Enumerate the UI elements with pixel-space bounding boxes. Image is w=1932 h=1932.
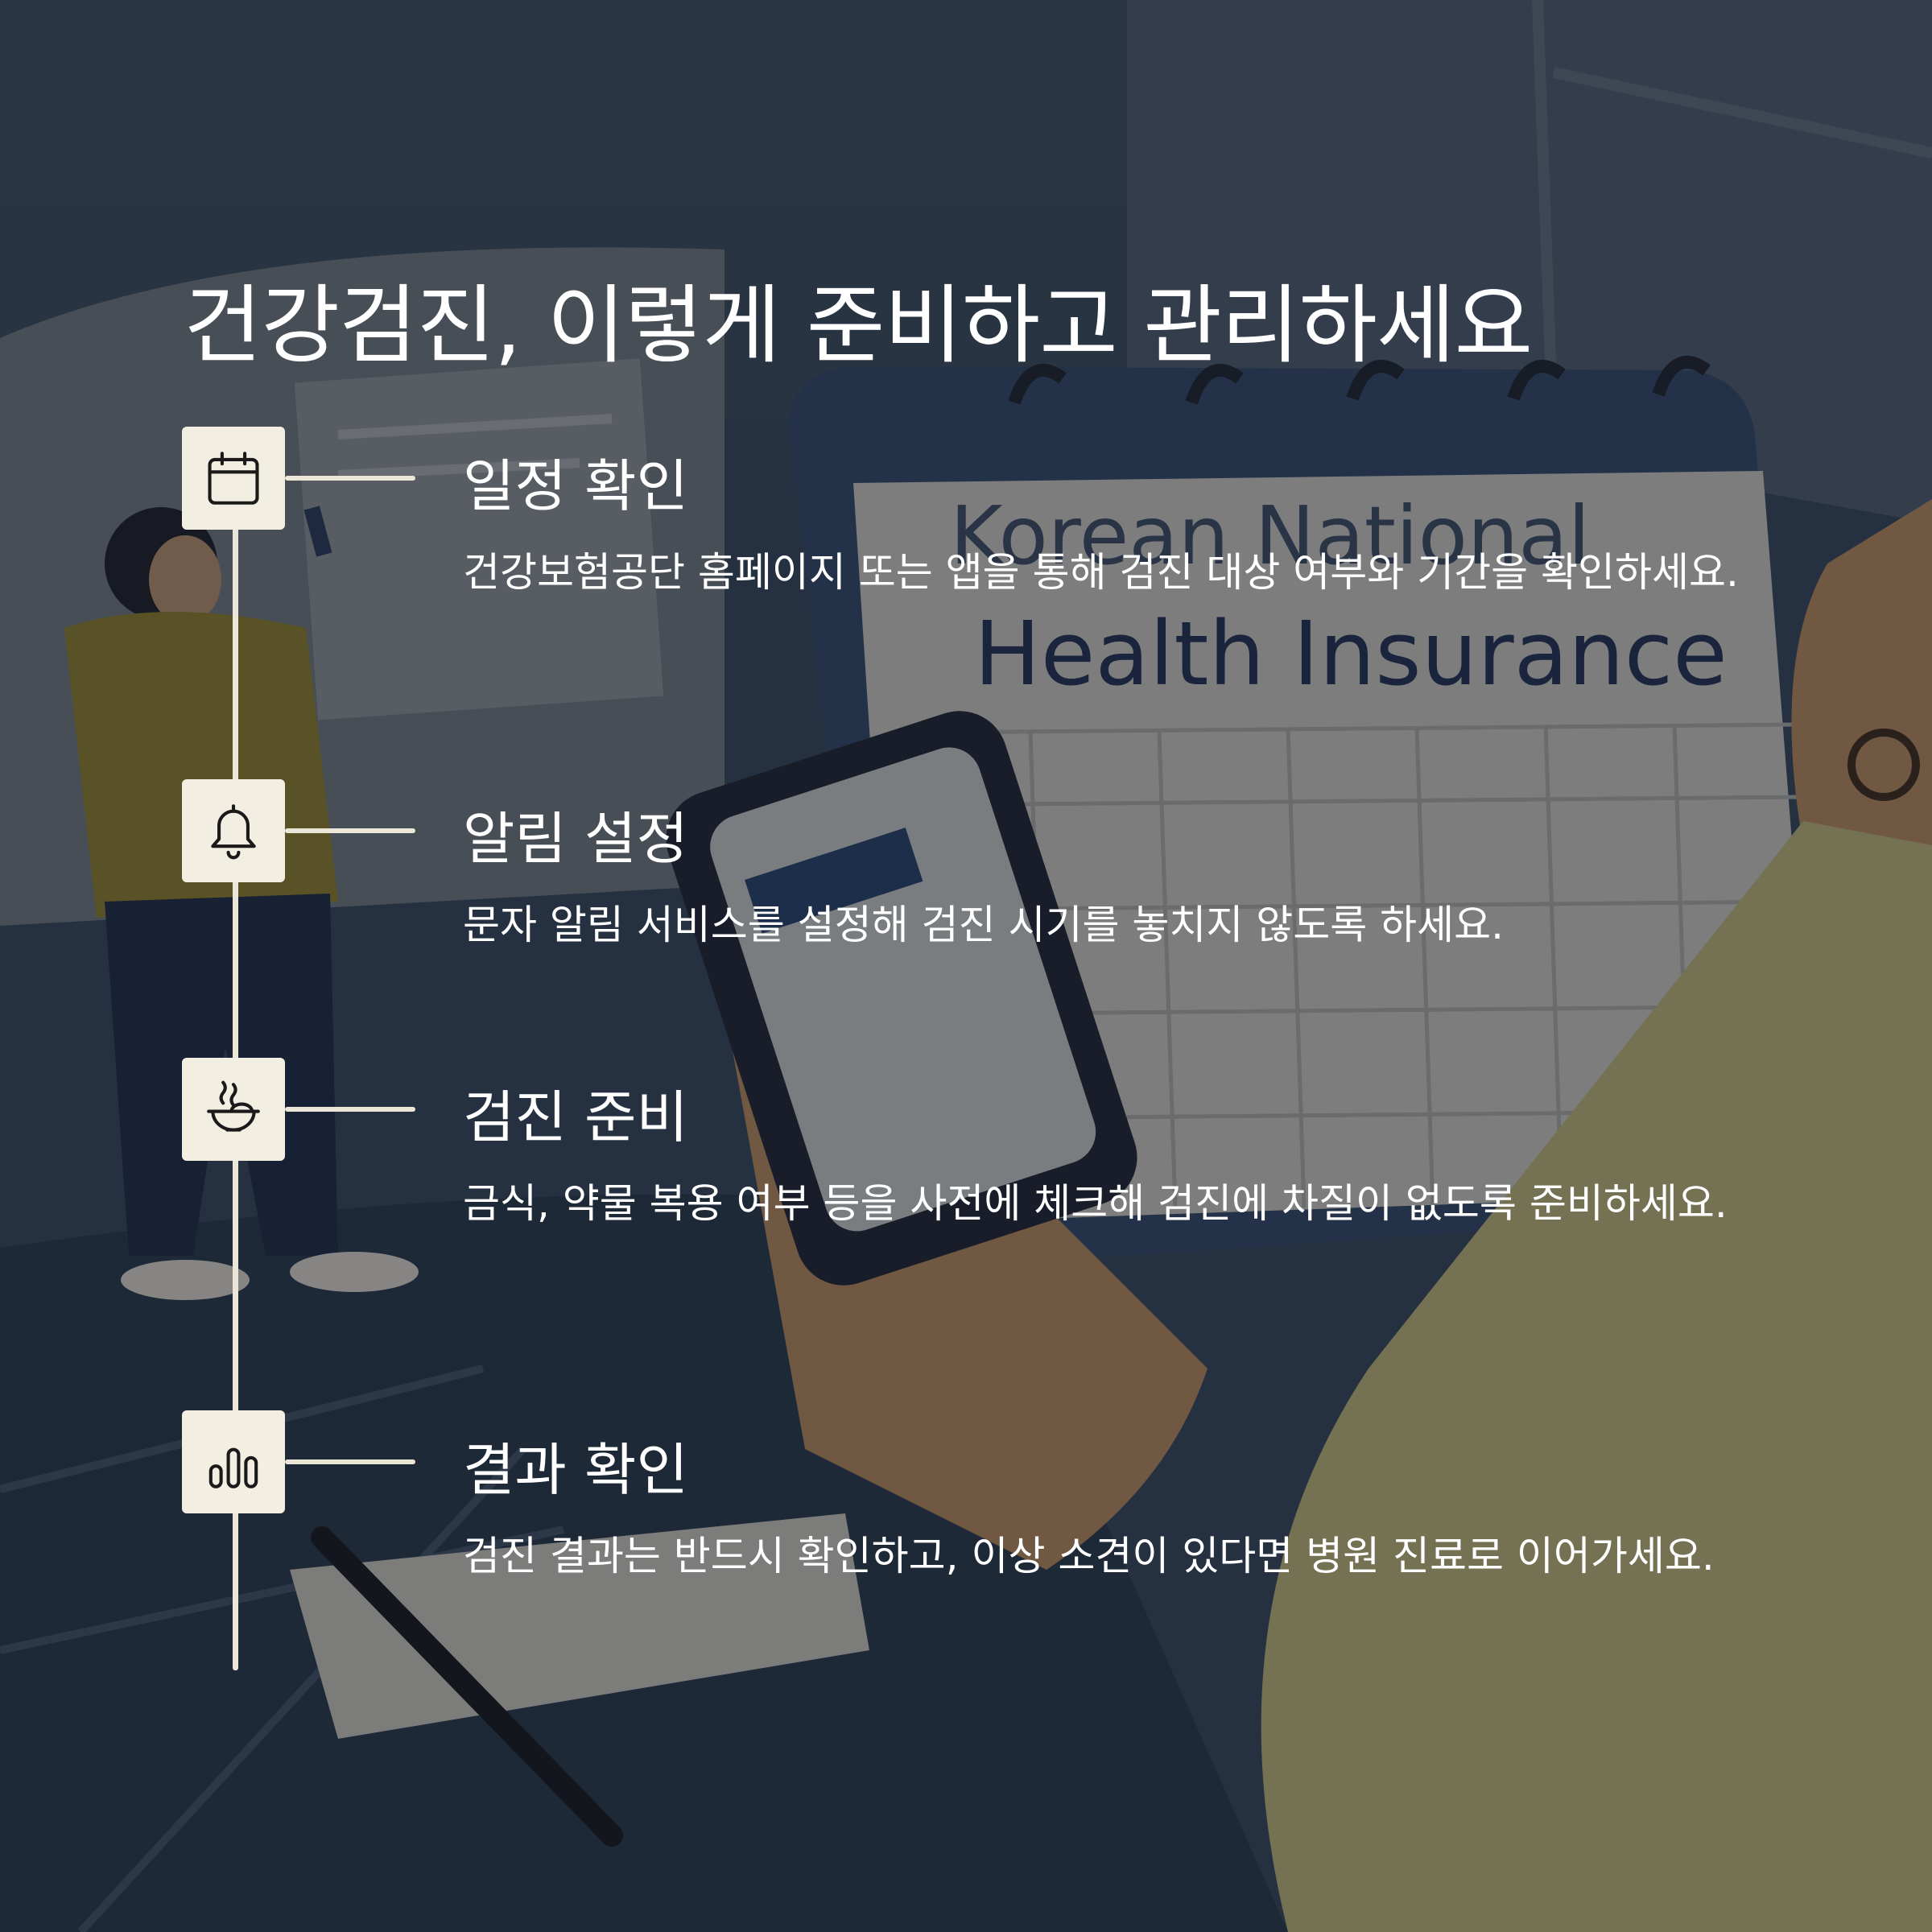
- bar-chart-icon: [182, 1410, 285, 1513]
- bg-text-korean-national: Korean National: [950, 489, 1590, 583]
- page-title: 건강검진, 이렇게 준비하고 관리하세요: [184, 276, 1533, 375]
- step-description: 금식, 약물 복용 여부 등을 사전에 체크해 검진에 차질이 없도록 준비하세…: [463, 1180, 1728, 1227]
- step-title: 일정 확인: [463, 453, 688, 519]
- connector-line: [285, 1459, 415, 1464]
- connector-line: [285, 1107, 415, 1112]
- bg-text-health-insurance: Health Insurance: [974, 602, 1728, 705]
- step-title: 검진 준비: [463, 1084, 688, 1150]
- calendar-icon: [182, 427, 285, 530]
- step-description: 검진 결과는 반드시 확인하고, 이상 소견이 있다면 병원 진료로 이어가세요…: [463, 1533, 1715, 1579]
- bell-icon: [182, 779, 285, 882]
- step-description: 문자 알림 서비스를 설정해 검진 시기를 놓치지 않도록 하세요.: [463, 902, 1505, 948]
- step-description: 건강보험공단 홈페이지 또는 앱을 통해 검진 대상 여부와 기간을 확인하세요…: [463, 549, 1739, 596]
- step-title: 알림 설정: [463, 806, 688, 872]
- connector-line: [285, 476, 415, 481]
- step-title: 결과 확인: [463, 1437, 688, 1503]
- food-bowl-icon: [182, 1058, 285, 1161]
- connector-line: [285, 828, 415, 833]
